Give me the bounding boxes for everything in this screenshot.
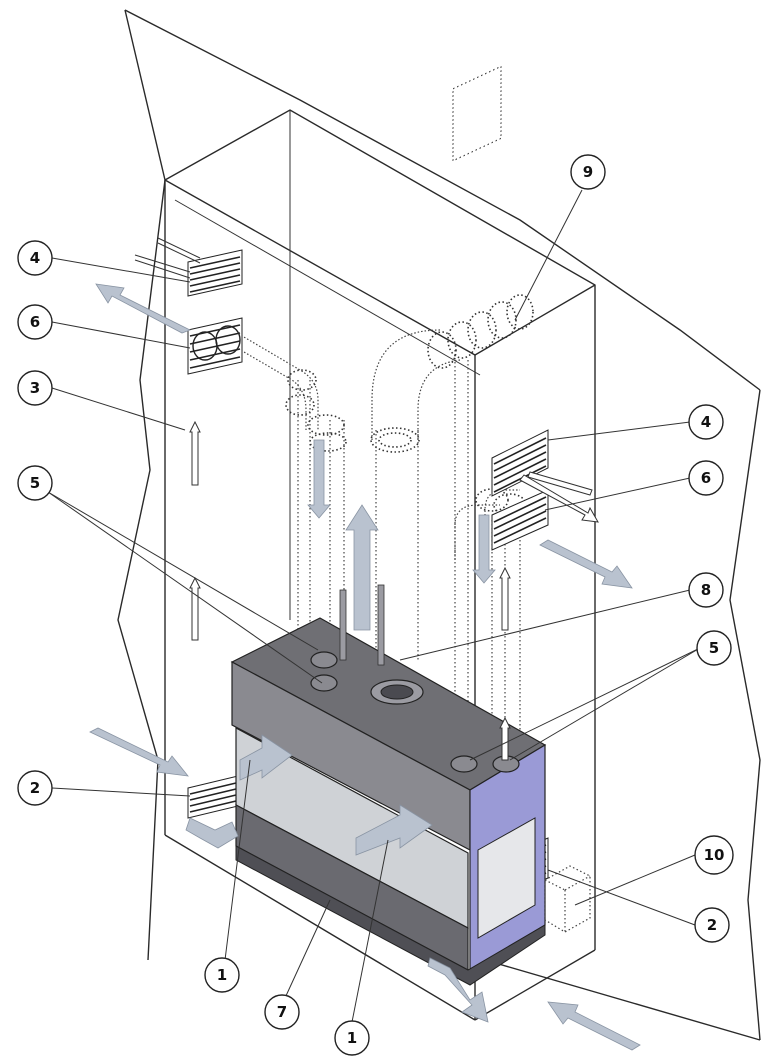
callout-4-left: 4 [17, 240, 53, 276]
air-out-right-arrow [539, 539, 633, 589]
enclosure-box [164, 109, 596, 1021]
duct-down-right-arrow [472, 514, 496, 584]
air-in-left-arrow [89, 727, 189, 777]
svg-text:6: 6 [701, 469, 711, 487]
svg-text:5: 5 [30, 474, 40, 492]
svg-text:3: 3 [30, 379, 40, 397]
callout-10: 10 [694, 835, 734, 875]
air-down-left-arrow [185, 817, 239, 849]
grille-top-left [187, 249, 243, 297]
firebox-base [235, 845, 546, 986]
svg-text:4: 4 [30, 249, 40, 267]
top-left-rods [134, 237, 201, 279]
enclosure-bottom-right [474, 949, 596, 1021]
duct-down-left-arrow [307, 439, 331, 519]
svg-text:6: 6 [30, 313, 40, 331]
callout-1-left: 1 [204, 957, 240, 993]
grille-right-mid [491, 489, 549, 551]
svg-text:9: 9 [583, 163, 593, 181]
top-wall-edge [124, 9, 761, 391]
enclosure-inner-top [174, 199, 481, 376]
combustion-air-in-left-arrow [239, 734, 293, 781]
left-ducts [231, 329, 347, 452]
svg-text:5: 5 [709, 639, 719, 657]
right-rod-4 [527, 471, 593, 496]
enclosure-top-right [474, 284, 596, 356]
callout-5-right: 5 [696, 630, 732, 666]
callout-leaders [47, 189, 701, 1023]
vertical-rods [339, 584, 385, 666]
svg-text:2: 2 [30, 779, 40, 797]
svg-text:4: 4 [701, 413, 711, 431]
enclosure-back [164, 109, 596, 950]
enclosure-top-front [164, 179, 476, 356]
convection-arrows [189, 420, 511, 761]
callout-7: 7 [264, 994, 300, 1030]
svg-text:1: 1 [217, 966, 227, 984]
combustion-air-in-front-arrow [355, 804, 433, 856]
firebox-port-left-b [310, 674, 338, 692]
grille-left-bottom [187, 775, 239, 819]
callout-9: 9 [570, 154, 606, 190]
firebox-port-left-a [310, 651, 338, 669]
svg-text:10: 10 [704, 846, 725, 864]
svg-text:2: 2 [707, 916, 717, 934]
junction-box [544, 865, 591, 933]
central-flue [370, 329, 461, 453]
svg-text:8: 8 [701, 581, 711, 599]
firebox [230, 617, 547, 986]
air-in-right-bottom-arrow [547, 1001, 641, 1051]
air-out-top-left-arrow [95, 283, 191, 334]
firebox-side-window [477, 817, 536, 939]
air-down-right-arrow [427, 957, 489, 1023]
grille-right-top [491, 429, 549, 497]
callout-3: 3 [17, 370, 53, 406]
svg-text:7: 7 [277, 1003, 287, 1021]
callout-5-left: 5 [17, 465, 53, 501]
flexible-flue-coil [427, 65, 534, 369]
flue-gas-up-arrow [345, 504, 379, 631]
callout-2-right: 2 [694, 907, 730, 943]
callout-6-right: 6 [688, 460, 724, 496]
grille-left-mid [187, 317, 243, 375]
svg-text:1: 1 [347, 1029, 357, 1047]
callout-2-left: 2 [17, 770, 53, 806]
callout-8: 8 [688, 572, 724, 608]
left-wall-edge [117, 9, 166, 961]
callout-1-right: 1 [334, 1020, 370, 1056]
right-wall-edge [729, 389, 761, 1041]
callouts: 4 6 3 5 2 1 7 1 [17, 154, 734, 1056]
floor-edge [484, 959, 761, 1041]
air-flow-arrows [89, 283, 641, 1051]
enclosure-bottom-front [164, 834, 476, 1021]
callout-4-right: 4 [688, 404, 724, 440]
right-arrow-out-4 [519, 474, 599, 523]
callout-6-left: 6 [17, 304, 53, 340]
